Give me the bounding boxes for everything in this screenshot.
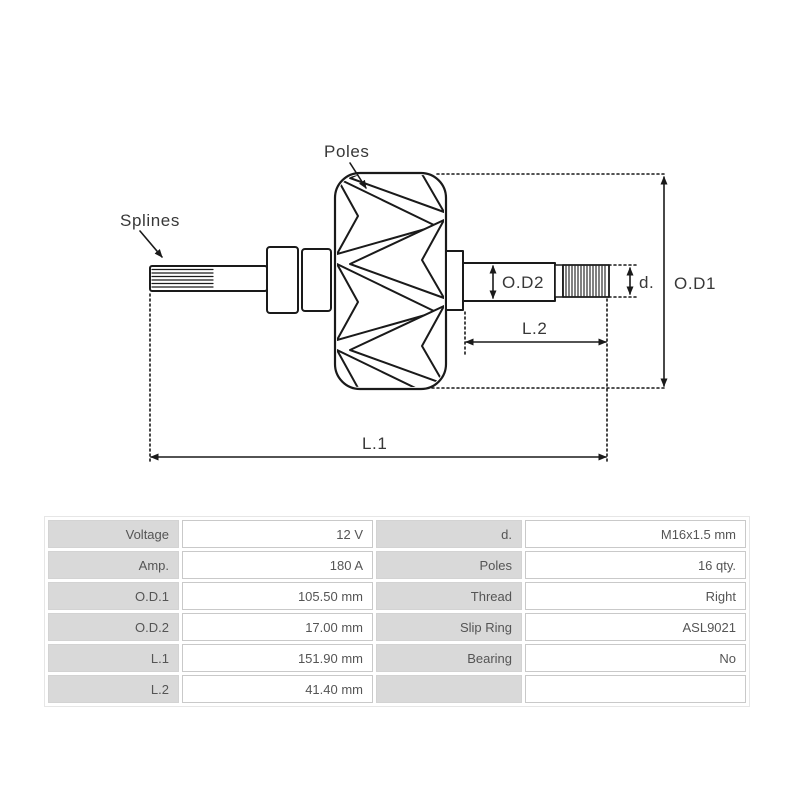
spec-value-l2: 41.40 mm	[182, 675, 373, 703]
dim-d-label: d.	[639, 273, 654, 292]
table-row: Amp. 180 A Poles 16 qty.	[48, 551, 746, 579]
spec-label-od2: O.D.2	[48, 613, 179, 641]
spec-label-voltage: Voltage	[48, 520, 179, 548]
table-row: O.D.2 17.00 mm Slip Ring ASL9021	[48, 613, 746, 641]
spec-value-poles: 16 qty.	[525, 551, 746, 579]
construction-lines	[149, 173, 667, 462]
dim-l2-label: L.2	[522, 319, 547, 338]
spec-value-voltage: 12 V	[182, 520, 373, 548]
spec-label-thread: Thread	[376, 582, 522, 610]
spec-label-poles: Poles	[376, 551, 522, 579]
spec-label-l2: L.2	[48, 675, 179, 703]
table-row: L.2 41.40 mm	[48, 675, 746, 703]
spline-shaft	[149, 265, 268, 292]
dim-d: d.	[626, 267, 654, 295]
spec-value-od1: 105.50 mm	[182, 582, 373, 610]
spec-value-bearing: No	[525, 644, 746, 672]
threaded-end	[562, 264, 610, 298]
poles-label: Poles	[324, 142, 370, 161]
spec-value-od2: 17.00 mm	[182, 613, 373, 641]
thread-hatching	[565, 265, 606, 297]
spec-label-l1: L.1	[48, 644, 179, 672]
spec-value-empty	[525, 675, 746, 703]
spec-value-slipring: ASL9021	[525, 613, 746, 641]
rotor-claw-poles	[337, 175, 444, 387]
splines-arrow	[139, 230, 163, 258]
dim-l1: L.1	[150, 434, 607, 461]
spec-label-empty	[376, 675, 522, 703]
table-row: Voltage 12 V d. M16x1.5 mm	[48, 520, 746, 548]
callout-splines: Splines	[120, 211, 180, 258]
spec-table: Voltage 12 V d. M16x1.5 mm Amp. 180 A Po…	[44, 516, 750, 707]
spec-value-thread: Right	[525, 582, 746, 610]
dim-od2-label: O.D2	[502, 273, 544, 292]
spec-label-d: d.	[376, 520, 522, 548]
dim-l2: L.2	[465, 319, 607, 346]
spec-value-amp: 180 A	[182, 551, 373, 579]
spec-value-l1: 151.90 mm	[182, 644, 373, 672]
splines-label: Splines	[120, 211, 180, 230]
dim-l1-label: L.1	[362, 434, 387, 453]
spec-label-od1: O.D.1	[48, 582, 179, 610]
table-row: O.D.1 105.50 mm Thread Right	[48, 582, 746, 610]
dim-od1-label: O.D1	[674, 274, 716, 293]
right-shaft	[445, 250, 610, 311]
rotor-diagram: O.D2 d. O.D1 L.2 L.1 Poles Spline	[120, 142, 716, 462]
spec-label-slipring: Slip Ring	[376, 613, 522, 641]
rotor-body	[333, 171, 448, 391]
callout-poles: Poles	[324, 142, 370, 189]
spec-label-bearing: Bearing	[376, 644, 522, 672]
spline-lines	[151, 268, 214, 288]
dim-od2: O.D2	[489, 265, 544, 299]
shaft-collars	[266, 246, 332, 314]
poles-arrow	[349, 162, 367, 189]
spec-value-d: M16x1.5 mm	[525, 520, 746, 548]
spec-label-amp: Amp.	[48, 551, 179, 579]
table-row: L.1 151.90 mm Bearing No	[48, 644, 746, 672]
dim-od1: O.D1	[660, 176, 716, 387]
